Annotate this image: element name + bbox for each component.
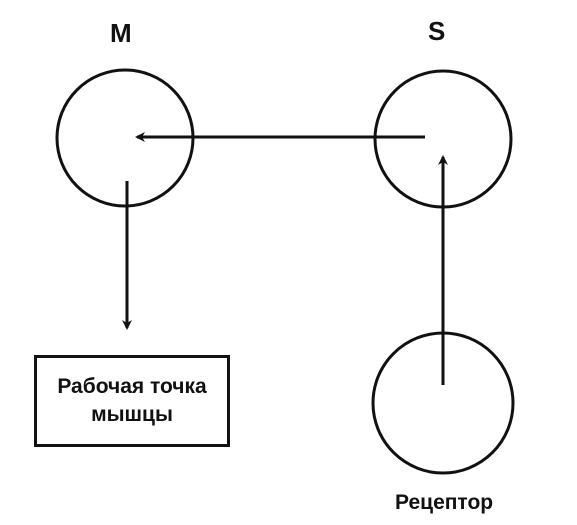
sensory-neuron-label: S bbox=[428, 16, 446, 46]
receptor-label: Рецептор bbox=[395, 491, 494, 514]
muscle-target-line1: Рабочая точка bbox=[57, 375, 207, 398]
motor-neuron-label: M bbox=[110, 18, 132, 48]
muscle-target-box: Рабочая точка мышцы bbox=[34, 355, 230, 447]
muscle-target-line2: мышцы bbox=[91, 403, 173, 426]
